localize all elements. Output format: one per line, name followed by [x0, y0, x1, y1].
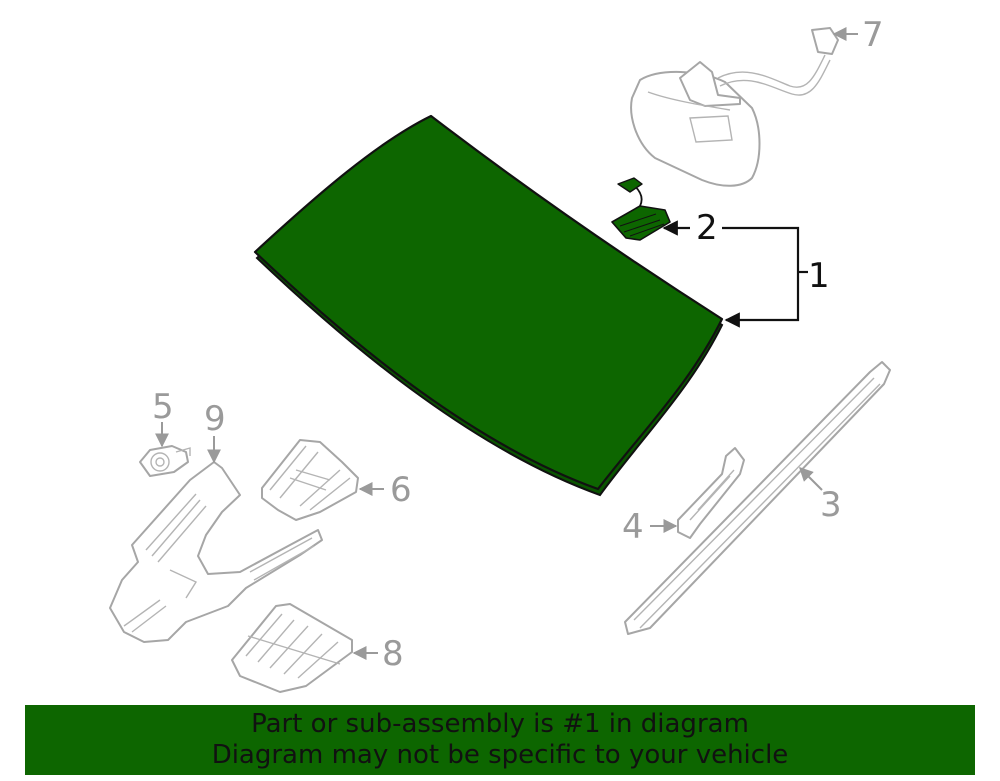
windshield-part[interactable] [253, 114, 724, 497]
callout-7[interactable]: 7 [862, 15, 884, 55]
callout-9[interactable]: 9 [204, 399, 226, 439]
footer-line-1: Part or sub-assembly is #1 in diagram [251, 709, 749, 739]
footer-line-2: Diagram may not be specific to your vehi… [211, 740, 789, 770]
callout-3[interactable]: 3 [820, 485, 842, 525]
camera-bracket-part[interactable] [261, 439, 359, 521]
callout-8[interactable]: 8 [382, 634, 404, 674]
housing-cover-part[interactable] [109, 461, 323, 643]
callout-5[interactable]: 5 [152, 387, 174, 427]
clip-part[interactable] [677, 447, 745, 539]
mirror-cover-part[interactable] [630, 27, 839, 187]
parts-diagram: 1 2 3 4 5 6 7 8 9 [109, 15, 891, 693]
callout-4[interactable]: 4 [622, 507, 644, 547]
callout-2[interactable]: 2 [696, 208, 718, 248]
sensor-bracket-part[interactable] [611, 177, 671, 241]
footer-banner: Part or sub-assembly is #1 in diagram Di… [25, 705, 975, 775]
leader-line-1 [722, 226, 800, 328]
callout-6[interactable]: 6 [390, 470, 412, 510]
leader-line-3 [799, 467, 823, 491]
cover-panel-part[interactable] [231, 603, 353, 693]
side-molding-part[interactable] [624, 361, 891, 635]
callout-1[interactable]: 1 [808, 256, 830, 296]
sensor-part[interactable] [139, 445, 191, 477]
